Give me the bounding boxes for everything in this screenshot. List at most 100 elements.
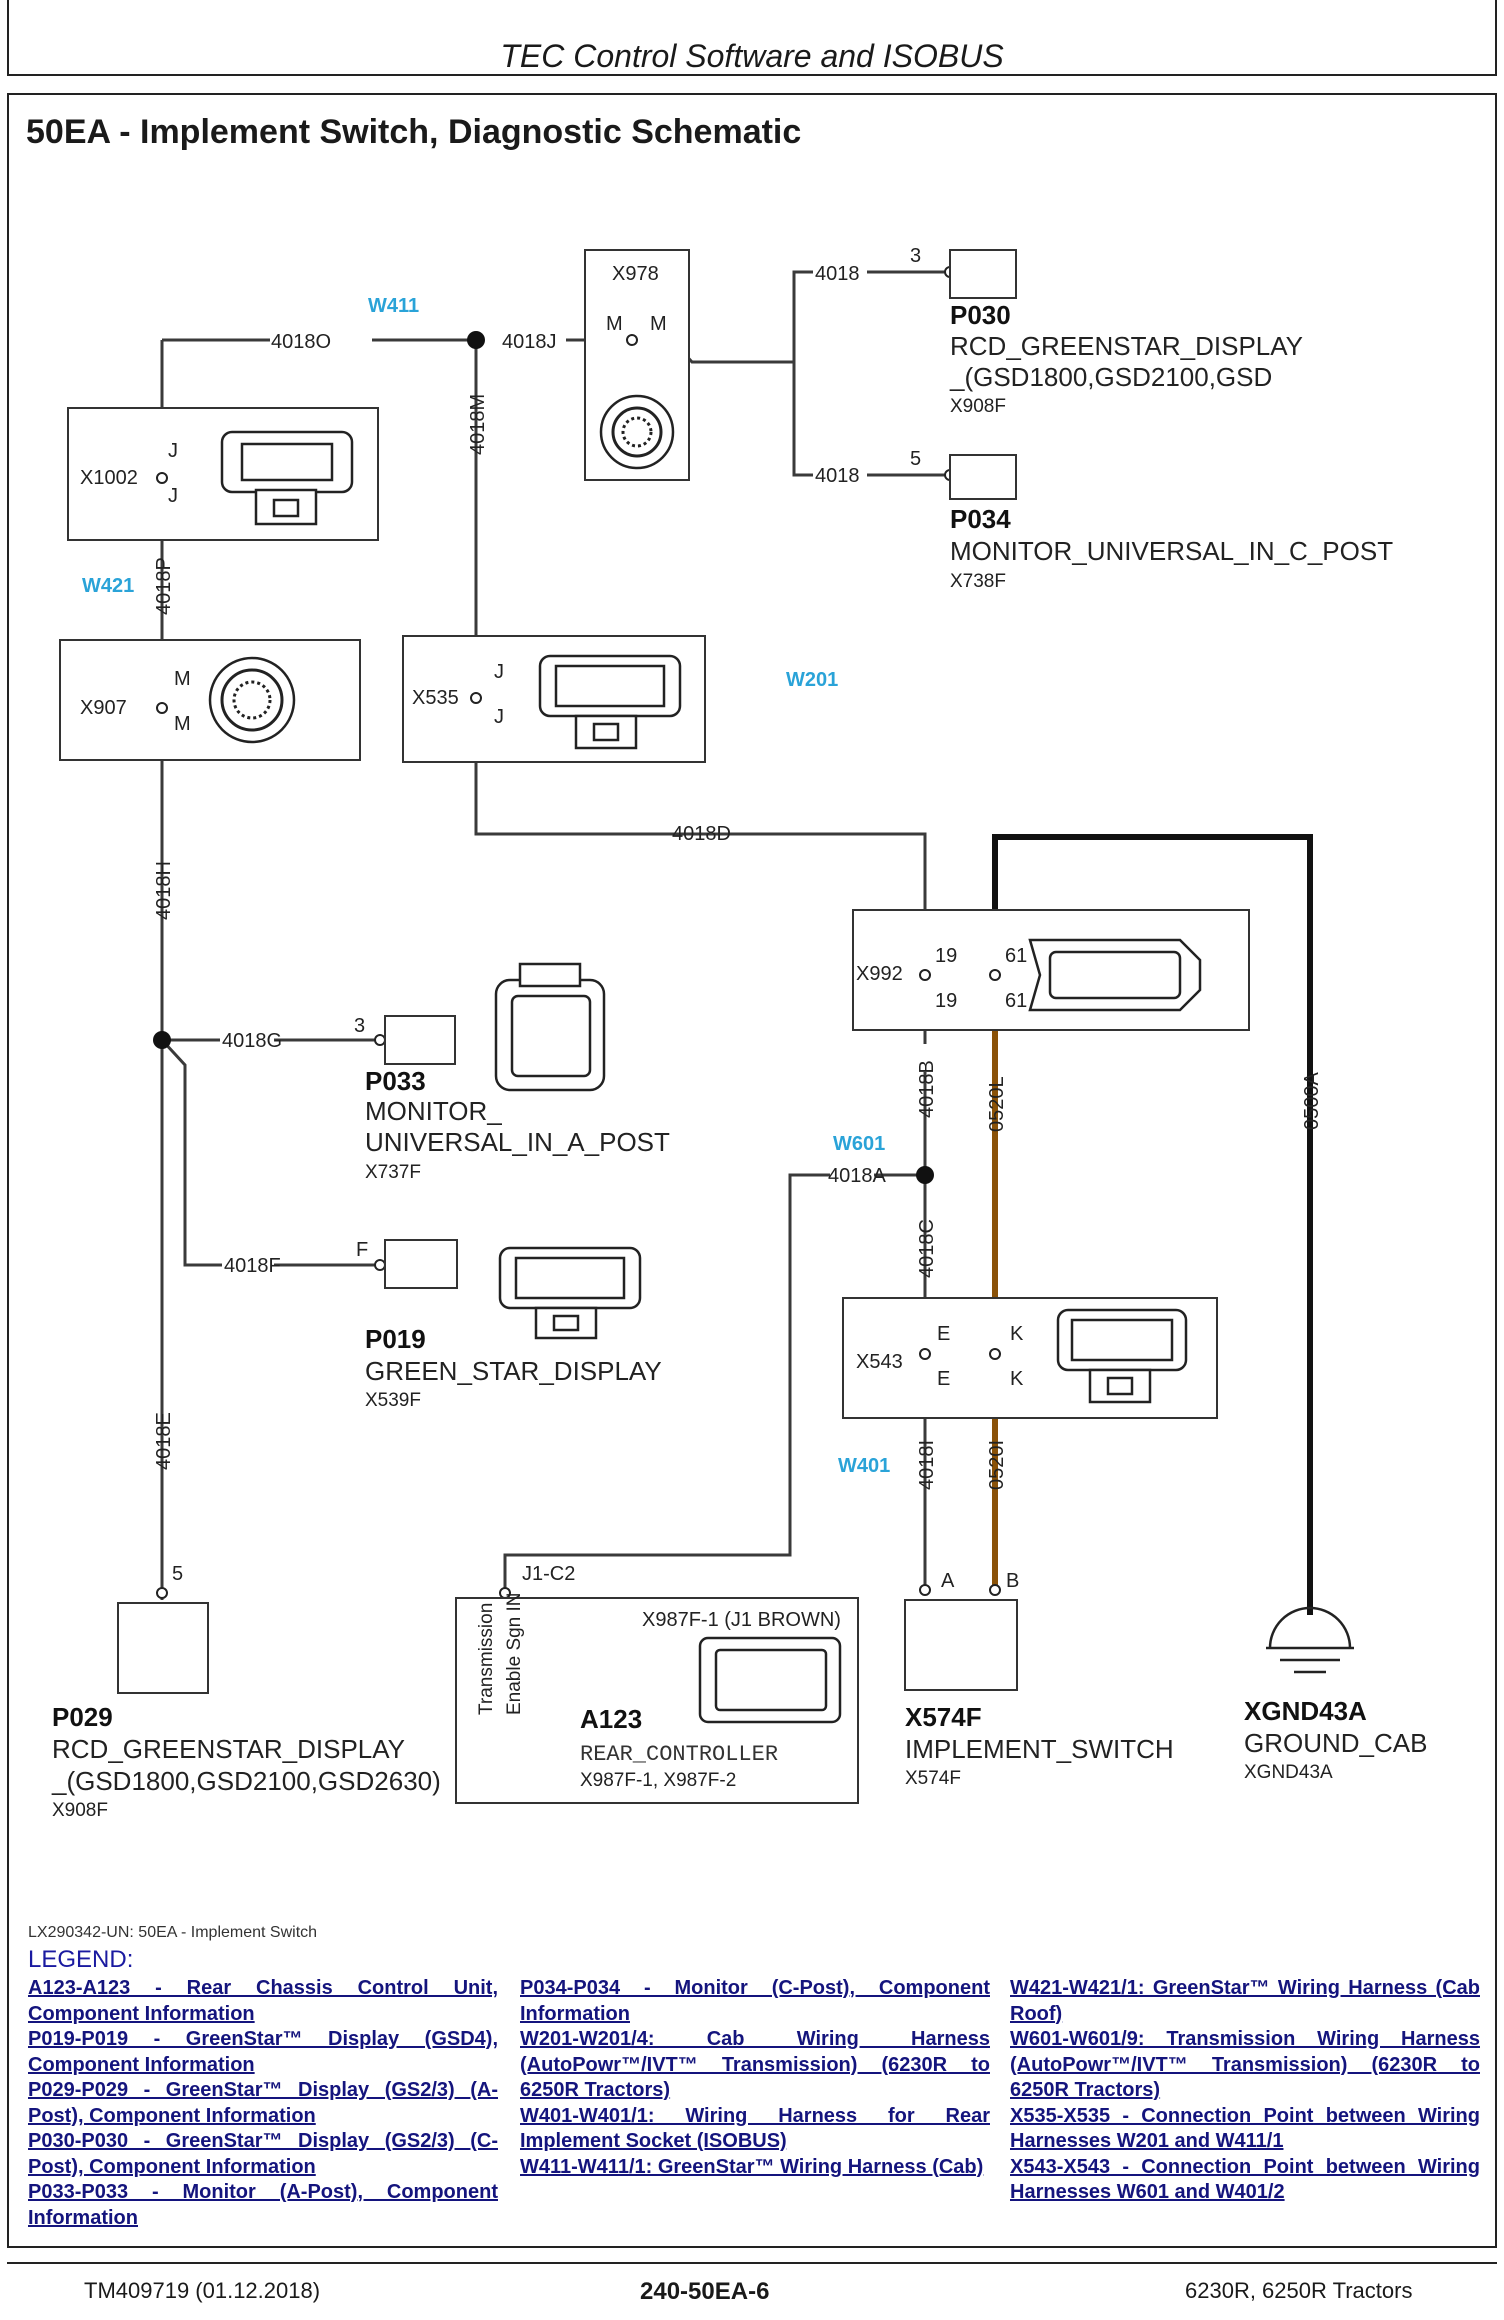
x907-pin-a: M	[174, 668, 191, 690]
legend-link[interactable]: X535-X535 - Connection Point between Wir…	[1010, 2104, 1480, 2153]
legend-link[interactable]: P029-P029 - GreenStar™ Display (GS2/3) (…	[28, 2079, 498, 2127]
legend-link[interactable]: P030-P030 - GreenStar™ Display (GS2/3) (…	[28, 2130, 498, 2178]
p019-line1: GREEN_STAR_DISPLAY	[365, 1356, 662, 1386]
wire-label-0520l: 0520L	[986, 1076, 1008, 1132]
p034-conn: X738F	[950, 571, 1006, 592]
header-frame	[7, 0, 1497, 76]
splice-dot-right	[916, 1166, 934, 1184]
connector-x992: X992 19 61 19 61	[852, 909, 1250, 1031]
a123-plug: X987F-1 (J1 BROWN)	[642, 1609, 841, 1631]
connector-x543: X543 E K E K	[842, 1297, 1218, 1419]
component-x574f: A B X574F IMPLEMENT_SWITCH X574F	[904, 1570, 1174, 1789]
legend-link[interactable]: A123-A123 - Rear Chassis Control Unit, C…	[28, 1977, 498, 2025]
legend-column-2: P034-P034 - Monitor (C-Post), Component …	[520, 1976, 990, 2180]
xgnd43a-line1: GROUND_CAB	[1244, 1728, 1427, 1758]
legend-link[interactable]: W411-W411/1: GreenStar™ Wiring Harness (…	[520, 2155, 984, 2178]
connector-x978: X978 M M	[584, 249, 690, 481]
x992-pin-1: 19	[935, 945, 957, 967]
component-p029: 5 P029 RCD_GREENSTAR_DISPLAY _(GSD1800,G…	[51, 1563, 441, 1821]
component-a123: J1-C2 Transmission Enable Sgn IN X987F-1…	[455, 1563, 859, 1804]
legend-link[interactable]: P019-P019 - GreenStar™ Display (GSD4), C…	[28, 2028, 498, 2076]
p034-pin: 5	[910, 448, 921, 470]
wire-label-4018-top: 4018	[815, 263, 860, 285]
wire-label-4018i: 4018I	[916, 1440, 938, 1490]
wire-label-4018d: 4018D	[672, 823, 731, 845]
section-title: 50EA - Implement Switch, Diagnostic Sche…	[26, 113, 802, 151]
x992-pin-2: 61	[1005, 945, 1027, 967]
legend-column-1: A123-A123 - Rear Chassis Control Unit, C…	[28, 1976, 498, 2231]
p033-pin: 3	[354, 1015, 365, 1037]
x574f-conn: X574F	[905, 1768, 961, 1789]
legend-link[interactable]: W201-W201/4: Cab Wiring Harness (AutoPow…	[520, 2028, 990, 2101]
x907-name: X907	[80, 697, 127, 719]
x574f-id: X574F	[905, 1702, 982, 1732]
wire-label-0520i: 0520I	[986, 1440, 1008, 1490]
x574f-pin-a: A	[941, 1570, 955, 1592]
legend-link[interactable]: W601-W601/9: Transmission Wiring Harness…	[1010, 2028, 1480, 2101]
p029-line2: _(GSD1800,GSD2100,GSD2630)	[51, 1766, 441, 1796]
p030-line1: RCD_GREENSTAR_DISPLAY	[950, 331, 1303, 361]
x543-pin-3: E	[937, 1368, 950, 1390]
wire-label-4018-lower: 4018	[815, 465, 860, 487]
x1002-pin-a: J	[168, 440, 178, 462]
a123-side-line2: Enable Sgn IN	[504, 1592, 525, 1715]
component-p034: 5 P034 MONITOR_UNIVERSAL_IN_C_POST X738F	[910, 448, 1393, 592]
p033-line2: UNIVERSAL_IN_A_POST	[365, 1127, 670, 1157]
p030-id: P030	[950, 300, 1011, 330]
p019-conn: X539F	[365, 1390, 421, 1411]
footer-divider	[7, 2262, 1497, 2264]
x543-pin-4: K	[1010, 1368, 1024, 1390]
wire-4018f	[160, 1038, 380, 1267]
x992-name: X992	[856, 963, 903, 985]
x1002-name: X1002	[80, 467, 138, 489]
p030-line2: _(GSD1800,GSD2100,GSD	[949, 362, 1272, 392]
harness-label-w601: W601	[833, 1133, 885, 1155]
legend-link[interactable]: W401-W401/1: Wiring Harness for Rear Imp…	[520, 2104, 990, 2153]
x535-name: X535	[412, 687, 459, 709]
x992-pin-3: 19	[935, 990, 957, 1012]
wire-label-4018o: 4018O	[271, 331, 331, 353]
ground-symbol-xgnd43a: XGND43A GROUND_CAB XGND43A	[1244, 1606, 1427, 1783]
footer-page-number: 240-50EA-6	[640, 2278, 770, 2305]
x978-name: X978	[612, 263, 659, 285]
p033-id: P033	[365, 1066, 426, 1096]
component-p033: 3 P033 MONITOR_ UNIVERSAL_IN_A_POST X737…	[354, 962, 670, 1183]
a123-conn: X987F-1, X987F-2	[580, 1770, 736, 1791]
wire-label-4018m: 4018M	[467, 394, 489, 455]
wire-label-4018h: 4018H	[153, 861, 175, 920]
splice-dot-top	[467, 331, 485, 349]
x543-pin-1: E	[937, 1323, 950, 1345]
p034-line1: MONITOR_UNIVERSAL_IN_C_POST	[950, 536, 1393, 566]
schematic-frame	[7, 93, 1497, 2248]
wire-label-4018j: 4018J	[502, 331, 557, 353]
p033-line1: MONITOR_	[365, 1096, 502, 1126]
x543-name: X543	[856, 1351, 903, 1373]
legend-title: LEGEND:	[28, 1946, 134, 1973]
legend-link[interactable]: W421-W421/1: GreenStar™ Wiring Harness (…	[1010, 1977, 1480, 2025]
p019-id: P019	[365, 1324, 426, 1354]
legend-link[interactable]: P034-P034 - Monitor (C-Post), Component …	[520, 1977, 990, 2025]
x978-pin-left: M	[606, 313, 623, 335]
a123-id: A123	[580, 1704, 642, 1734]
wire-label-4018a: 4018A	[828, 1165, 886, 1187]
legend-link[interactable]: P033-P033 - Monitor (A-Post), Component …	[28, 2181, 498, 2229]
p033-conn: X737F	[365, 1162, 421, 1183]
harness-label-w201: W201	[786, 669, 838, 691]
footer-model: 6230R, 6250R Tractors	[1185, 2278, 1413, 2303]
wire-label-4018e: 4018E	[153, 1412, 175, 1470]
x978-pin-right: M	[650, 313, 667, 335]
x543-pin-2: K	[1010, 1323, 1024, 1345]
wire-x978-out2	[792, 362, 950, 477]
a123-line1: REAR_CONTROLLER	[580, 1742, 778, 1767]
legend-link[interactable]: X543-X543 - Connection Point between Wir…	[1010, 2155, 1480, 2204]
wire-label-4018f: 4018F	[224, 1255, 281, 1277]
p030-pin: 3	[910, 245, 921, 267]
document-header-title: TEC Control Software and ISOBUS	[500, 38, 1004, 74]
wire-label-4018b: 4018B	[916, 1060, 938, 1118]
legend-column-3: W421-W421/1: GreenStar™ Wiring Harness (…	[1010, 1976, 1480, 2206]
connector-x907: X907 M M	[59, 639, 361, 761]
a123-side-line1: Transmission	[476, 1603, 497, 1715]
x907-pin-b: M	[174, 713, 191, 735]
p034-id: P034	[950, 504, 1011, 534]
footer-doc-id: TM409719 (01.12.2018)	[84, 2278, 321, 2303]
